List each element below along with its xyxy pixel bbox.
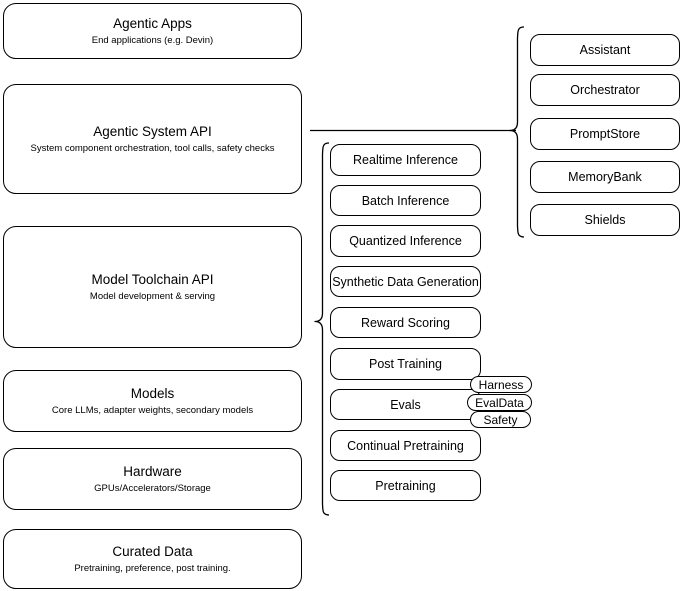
badge-evaldata[interactable]: EvalData: [467, 394, 532, 411]
layer-title: Curated Data: [112, 543, 193, 559]
layer-subtitle: Pretraining, preference, post training.: [74, 562, 231, 574]
layer-title: Hardware: [123, 463, 182, 479]
component-shields[interactable]: Shields: [530, 204, 680, 236]
badge-label: Harness: [478, 377, 524, 392]
component-continual-pretraining[interactable]: Continual Pretraining: [330, 430, 481, 461]
component-label: Reward Scoring: [361, 315, 450, 330]
component-orchestrator[interactable]: Orchestrator: [530, 74, 680, 106]
component-evals[interactable]: Evals: [330, 389, 481, 420]
component-quantized-inference[interactable]: Quantized Inference: [330, 225, 481, 257]
component-label: Evals: [390, 397, 421, 412]
layer-subtitle: End applications (e.g. Devin): [91, 34, 214, 46]
layer-subtitle: Model development & serving: [89, 290, 216, 302]
component-synthetic-data-generation[interactable]: Synthetic Data Generation: [330, 266, 481, 297]
layer-title: Models: [130, 385, 175, 401]
component-label: Assistant: [579, 43, 631, 57]
component-pretraining[interactable]: Pretraining: [330, 470, 481, 501]
layer-model-toolchain-api[interactable]: Model Toolchain API Model development & …: [3, 226, 302, 348]
component-batch-inference[interactable]: Batch Inference: [330, 185, 481, 216]
badge-harness[interactable]: Harness: [470, 376, 532, 393]
component-assistant[interactable]: Assistant: [530, 34, 680, 66]
layer-subtitle: System component orchestration, tool cal…: [30, 142, 275, 154]
component-reward-scoring[interactable]: Reward Scoring: [330, 307, 481, 338]
component-label: Realtime Inference: [353, 153, 458, 167]
layer-title: Agentic Apps: [113, 15, 192, 31]
badge-label: EvalData: [475, 395, 524, 410]
layer-title: Model Toolchain API: [91, 271, 214, 287]
brace-model-toolchain-components: [314, 142, 330, 516]
badge-safety[interactable]: Safety: [470, 411, 531, 428]
layer-curated-data[interactable]: Curated Data Pretraining, preference, po…: [3, 529, 302, 589]
component-label: PromptStore: [569, 127, 641, 141]
layer-subtitle: Core LLMs, adapter weights, secondary mo…: [51, 404, 254, 416]
badge-label: Safety: [483, 412, 518, 427]
component-realtime-inference[interactable]: Realtime Inference: [330, 144, 481, 176]
component-post-training[interactable]: Post Training: [330, 348, 481, 380]
layer-subtitle: GPUs/Accelerators/Storage: [94, 482, 211, 494]
layer-agentic-system-api[interactable]: Agentic System API System component orch…: [3, 84, 302, 194]
component-label: MemoryBank: [568, 170, 642, 184]
component-label: Continual Pretraining: [347, 438, 464, 453]
component-memorybank[interactable]: MemoryBank: [530, 161, 680, 193]
component-label: Post Training: [369, 357, 442, 371]
component-label: Batch Inference: [361, 193, 450, 208]
layer-title: Agentic System API: [93, 123, 212, 139]
layer-agentic-apps[interactable]: Agentic Apps End applications (e.g. Devi…: [3, 3, 302, 59]
component-label: Synthetic Data Generation: [332, 274, 479, 289]
component-label: Shields: [584, 213, 626, 227]
component-promptstore[interactable]: PromptStore: [530, 118, 680, 150]
component-label: Quantized Inference: [349, 234, 462, 248]
brace-agentic-system-components: [509, 26, 525, 238]
layer-hardware[interactable]: Hardware GPUs/Accelerators/Storage: [3, 448, 302, 510]
component-label: Orchestrator: [570, 83, 640, 97]
component-label: Pretraining: [375, 478, 436, 493]
layer-models[interactable]: Models Core LLMs, adapter weights, secon…: [3, 370, 302, 432]
